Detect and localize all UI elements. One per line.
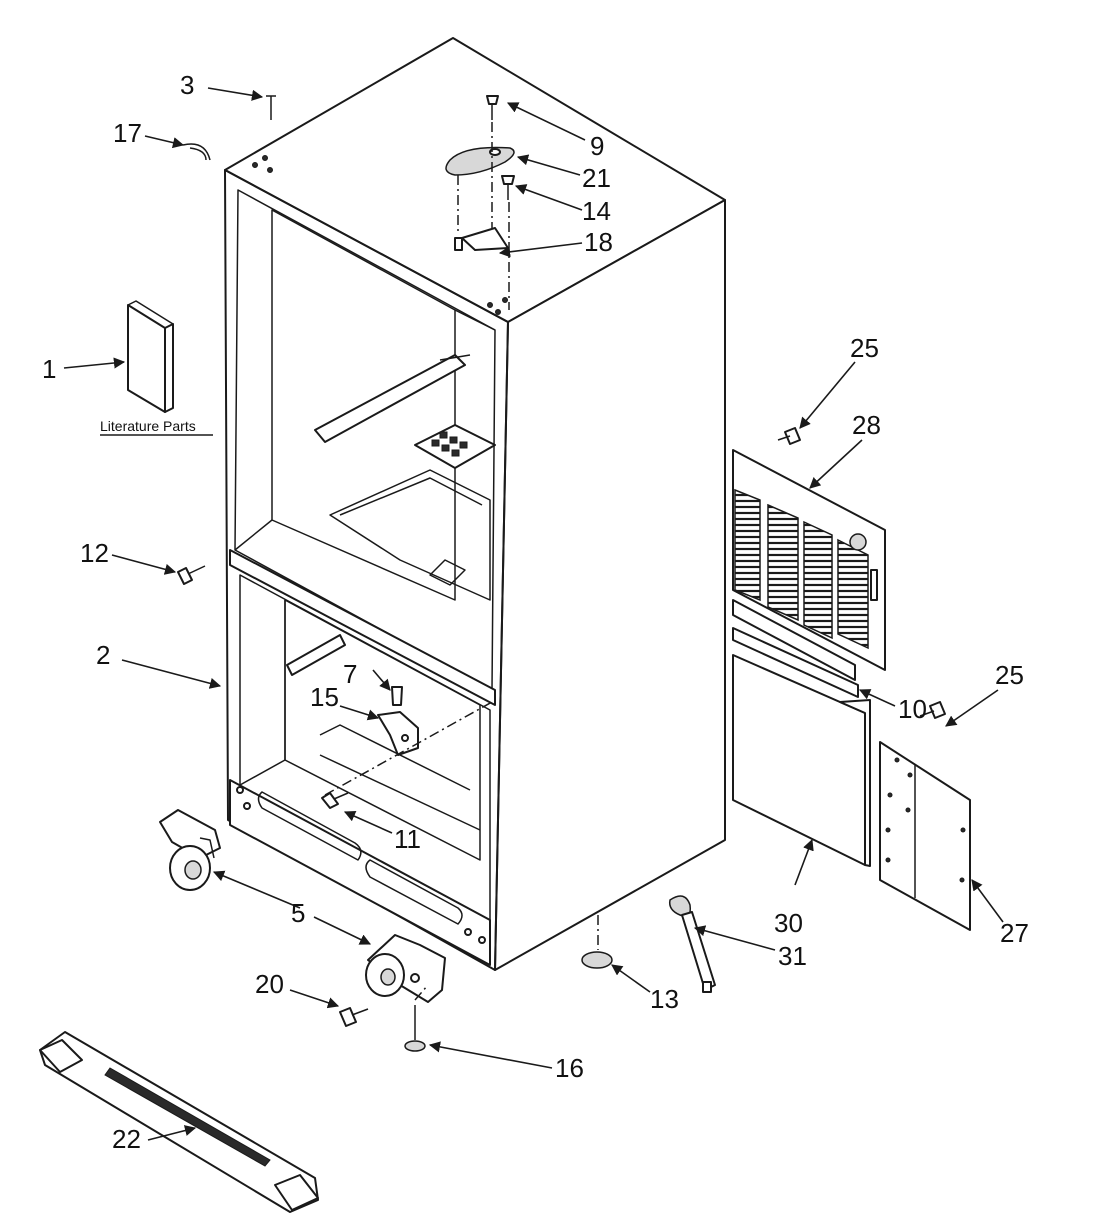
callout-22: 22 (112, 1124, 141, 1154)
screw-25-lower (919, 701, 946, 719)
tubing-17 (182, 143, 211, 161)
callout-20: 20 (255, 969, 284, 999)
callout-21: 21 (582, 163, 611, 193)
screw-20 (339, 1007, 369, 1027)
callout-30: 30 (774, 908, 803, 938)
cabinet (224, 37, 726, 971)
callout-13: 13 (650, 984, 679, 1014)
callout-14: 14 (582, 196, 611, 226)
baffle-strip-10 (732, 599, 859, 698)
callout-17: 17 (113, 118, 142, 148)
callout-3: 3 (180, 70, 194, 100)
screw-12 (177, 565, 206, 585)
access-panel-28 (732, 449, 886, 671)
toe-grille-22 (39, 1031, 319, 1213)
roller-left (159, 809, 221, 891)
lower-hinge-15 (377, 711, 419, 756)
callout-labels: 1 2 3 5 7 9 10 11 12 13 14 15 16 17 18 2… (42, 70, 1029, 1154)
callout-10: 10 (898, 694, 927, 724)
insulation-panel-30 (732, 654, 871, 867)
callout-2: 2 (96, 640, 110, 670)
hinge-pin-7 (391, 686, 403, 706)
callout-28: 28 (852, 410, 881, 440)
screw-25-upper (777, 427, 801, 445)
literature-booklet: Literature Parts (100, 300, 213, 436)
literature-caption: Literature Parts (100, 418, 196, 434)
callout-11: 11 (394, 824, 421, 854)
callout-31: 31 (778, 941, 807, 971)
callout-leaders (63, 87, 1004, 1141)
callout-9: 9 (590, 131, 604, 161)
callout-12: 12 (80, 538, 109, 568)
callout-25-lower: 25 (995, 660, 1024, 690)
drain-tube-31 (668, 895, 716, 993)
screw-3 (266, 95, 276, 120)
screw-11 (321, 792, 349, 809)
callout-7: 7 (343, 659, 357, 689)
callout-5: 5 (291, 898, 305, 928)
cover-panel-27 (879, 741, 971, 931)
control-buttons (431, 431, 468, 457)
leveling-leg-16 (404, 984, 429, 1052)
callout-16: 16 (555, 1053, 584, 1083)
roller-right (365, 934, 446, 1003)
callout-27: 27 (1000, 918, 1029, 948)
callout-1: 1 (42, 354, 56, 384)
leveler-pad-13 (581, 915, 613, 969)
callout-18: 18 (584, 227, 613, 257)
callout-25-upper: 25 (850, 333, 879, 363)
callout-15: 15 (310, 682, 339, 712)
